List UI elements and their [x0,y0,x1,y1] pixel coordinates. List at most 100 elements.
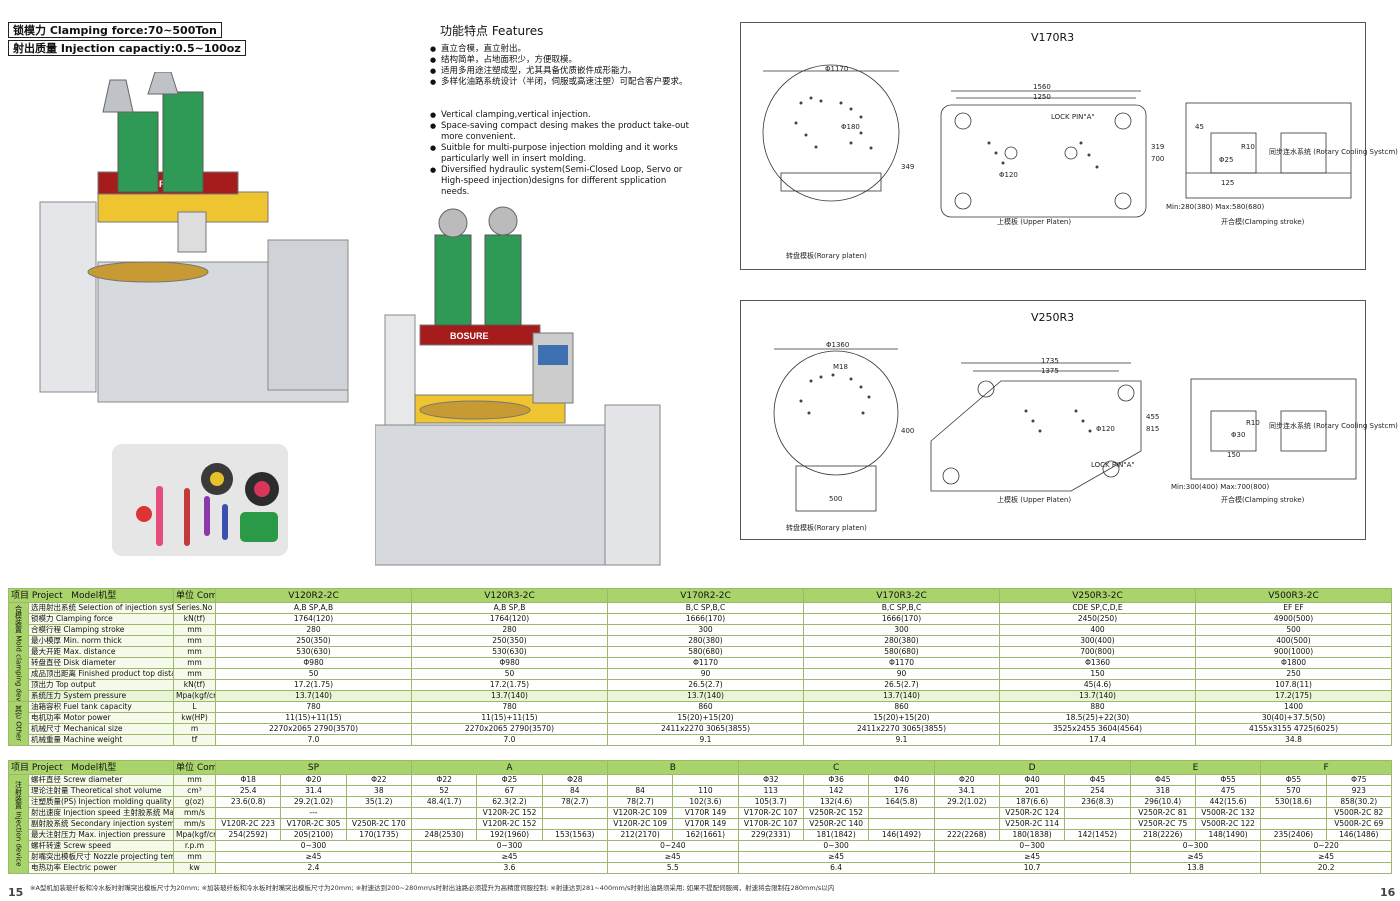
table-cell-unit: tf [173,734,216,746]
table-cell: 580(680) [607,646,804,658]
spec-table-injection: 项目 Project Model机型 单位 Company SP A B C D… [8,760,1393,874]
table-cell-unit: cm³ [173,785,216,797]
table-cell [1064,807,1131,819]
v170-dim-4: 700 [1151,155,1165,163]
spec-table-clamping: 项目 Project Model机型 单位 Company V120R2-2C … [8,588,1392,746]
table-cell: 9.1 [607,734,804,746]
v250-dim-3: M18 [833,363,848,371]
table-cell: --- [280,807,347,819]
v250-dim-6: R10 [1246,419,1260,427]
table2-group-d: D [933,760,1131,775]
table-cell: A,B SP,B [411,602,608,614]
feature-cn-4: 多样化油路系统设计（半闭，伺服或高速注塑）可配合客户要求。 [430,77,695,88]
table-cell: 530(630) [411,646,608,658]
table-cell: 110 [672,785,739,797]
table-cell: V170R 149 [672,818,739,830]
table-cell-name: 选用射出系统 Selection of injection system [28,602,174,614]
v250-dim-10: 400 [901,427,915,435]
table-cell-unit: kN(tf) [173,613,216,625]
table-cell: 25.4 [214,785,282,797]
injection-capacity-tag: 射出质量 Injection capactiy:0.5~100oz [8,40,246,56]
table-cell: 530(630) [215,646,412,658]
table-cell: 400 [999,624,1196,636]
table-cell-name: 锁模力 Clamping force [28,613,174,625]
diagram-v170r3-title: V170R3 [1031,31,1075,44]
table-cell: 254 [1064,785,1131,797]
table-cell-unit: mm [173,624,216,636]
table-cell-unit: mm [173,774,216,786]
table1-category-other: 其它 Other [8,701,29,746]
table-cell: 858(30.2) [1325,796,1393,808]
table-cell: V170R-2C 107 [737,807,804,819]
table-cell: 164(5.8) [868,796,935,808]
table1-project-label: 项目 Project [11,590,63,601]
table-cell-name: 机械重量 Machine weight [28,734,174,746]
table-cell-name: 成品顶出距离 Finished product top distance [28,668,174,680]
table-cell [672,774,739,786]
table-cell: 31.4 [280,785,347,797]
table-cell: 90 [607,668,804,680]
feature-en-1: Vertical clamping,vertical injection. [430,110,695,121]
table-cell-unit: mm [173,635,216,647]
v170-stroke-label: 开合模(Clamping stroke) [1221,218,1305,226]
v250-lock-pin: LOCK PIN"A" [1091,461,1135,469]
table-cell: 132(4.6) [802,796,870,808]
table1-model-1: V120R3-2C [411,588,608,603]
table-cell: 84 [541,785,608,797]
v170-dim-6: R10 [1241,143,1255,151]
table-cell: 0~300 [933,840,1131,852]
table-cell: Φ20 [280,774,347,786]
table-cell: 900(1000) [1195,646,1392,658]
clamping-force-tag: 锁模力 Clamping force:70~500Ton [8,22,222,38]
table-row: 射嘴突出模板尺寸 Nozzle projecting template size… [9,851,1392,863]
table-cell: 400(500) [1195,635,1392,647]
table-cell: 13.7(140) [411,690,608,702]
table-cell: 113 [737,785,804,797]
v170-dim-0: Φ1170 [825,65,849,73]
v250-cooling: 同步连水系统 (Rotary Cooling Systcm) [1269,422,1398,430]
table-cell: 4900(500) [1195,613,1392,625]
table-cell-name: 油箱容积 Fuel tank capacity [28,701,174,713]
table-cell-unit: Mpa(kgf/cm²) [173,829,216,841]
machine-illustration-small: BOSURE [374,205,665,575]
table-cell-unit: mm [173,646,216,658]
v250-dim-9: 150 [1227,451,1241,459]
features-list-cn: 直立合模，直立射出。 结构简单，占地面积少，方便取模。 适用多用途注塑成型，尤其… [430,44,695,88]
table-cell: 1400 [1195,701,1392,713]
table-cell-name: 最小模厚 Min. norm thick [28,635,174,647]
table-cell: 11(15)+11(15) [215,712,412,724]
table-cell: ≥45 [737,851,935,863]
table-cell-unit: kw [173,862,216,874]
v170-dim-2: 1250 [1033,93,1051,101]
table-cell: 150 [999,668,1196,680]
table1-model-4: V250R3-2C [999,588,1196,603]
table-cell: Φ20 [933,774,1000,786]
table2-project-label: 项目 Project [11,762,63,773]
table-cell: Φ45 [1064,774,1131,786]
table-cell: ≥45 [933,851,1131,863]
v250-dim-0: Φ1360 [826,341,850,349]
table-cell: Φ45 [1129,774,1196,786]
table2-model-label: Model机型 [71,762,117,773]
table-cell: 162(1661) [672,829,739,841]
table-cell: V250R-2C 81 [1129,807,1196,819]
table-cell-unit: mm [173,657,216,669]
table-cell: 78(2.7) [541,796,608,808]
table-cell: 300 [803,624,1000,636]
table-cell: V250R-2C 140 [802,818,870,830]
table-cell: 38 [345,785,412,797]
table-cell: V170R-2C 107 [737,818,804,830]
table1-category-clamping: 合模装置 Mold clamping device [8,602,29,702]
table-cell: 29.2(1.02) [280,796,347,808]
table-cell: EF EF [1195,602,1392,614]
table-cell: V500R-2C 122 [1194,818,1262,830]
v250-min-max: Min:300(400) Max:700(800) [1171,483,1270,491]
